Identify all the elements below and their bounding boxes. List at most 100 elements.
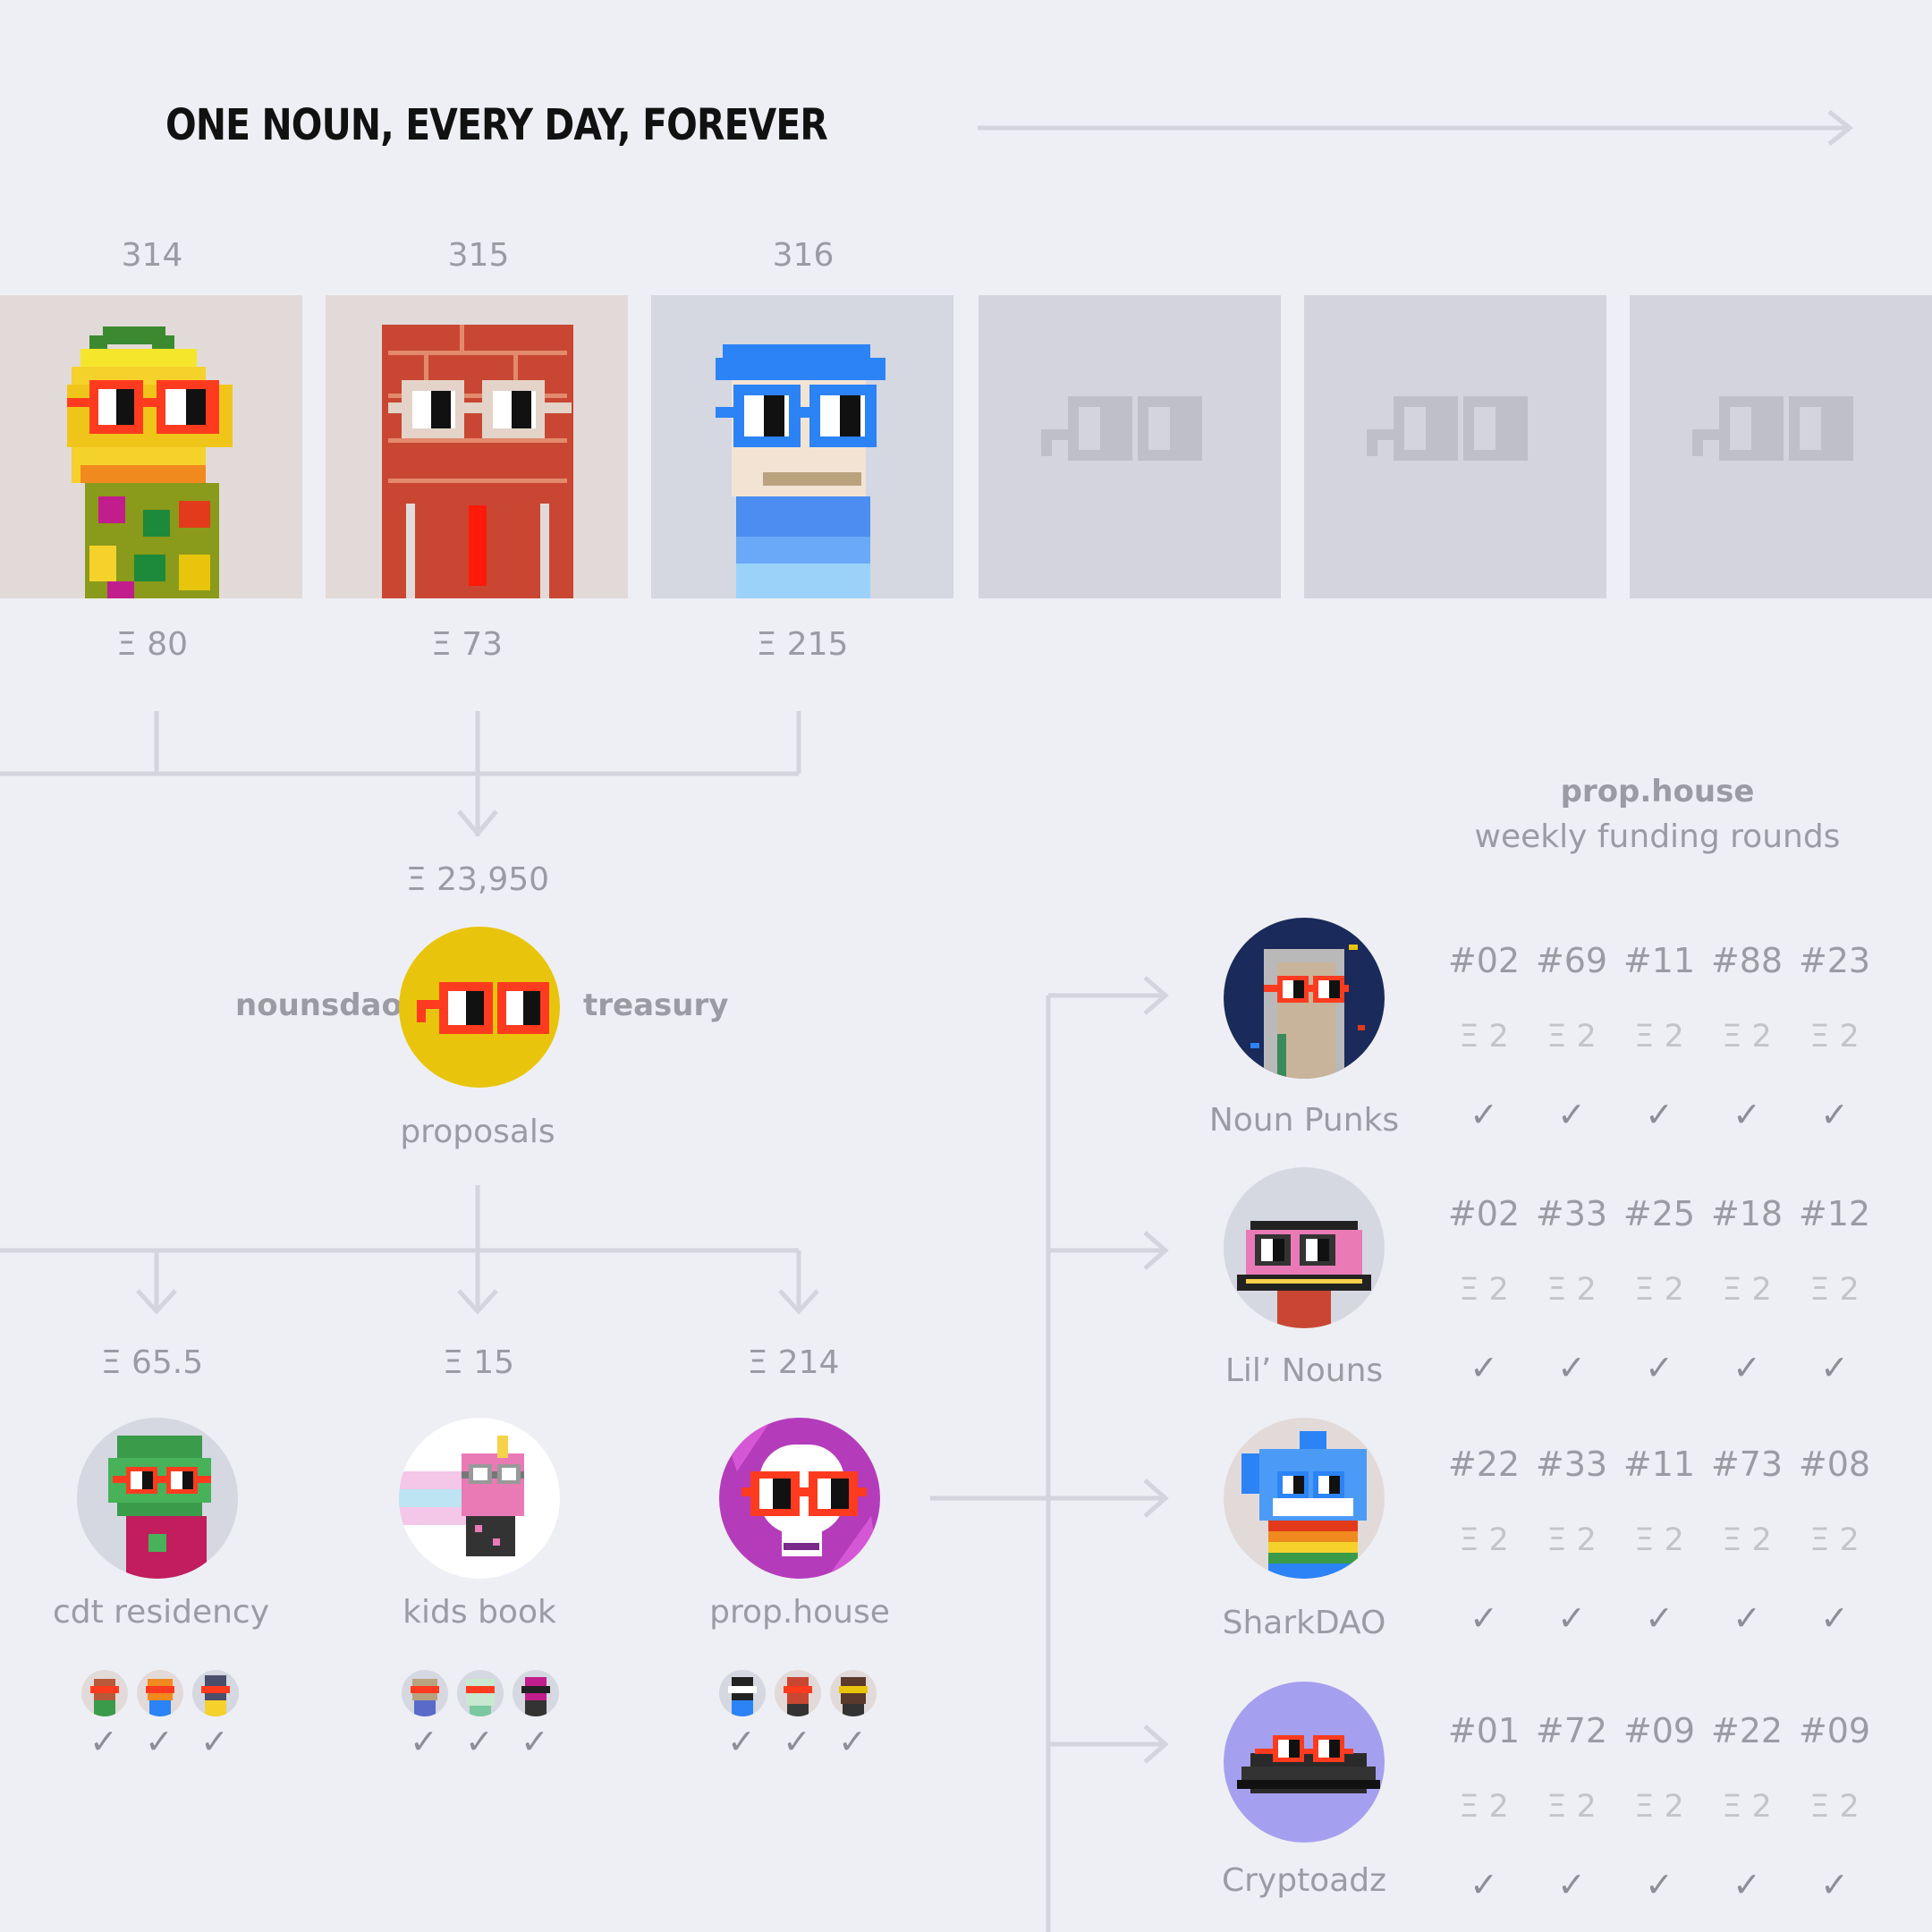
voter-avatar[interactable] (513, 1670, 559, 1716)
round-amount: Ξ 2 (1546, 1272, 1597, 1308)
auction-number: 314 (121, 237, 183, 274)
round-number[interactable]: #72 (1535, 1711, 1608, 1750)
check-icon: ✓ (1733, 1598, 1761, 1638)
noun-315-image[interactable] (326, 295, 628, 598)
round-number[interactable]: #73 (1710, 1445, 1784, 1484)
prophouse-title: prop.house (1560, 774, 1755, 809)
check-icon: ✓ (145, 1722, 174, 1761)
auction-number: 315 (447, 237, 510, 274)
future-noun-placeholder (1630, 295, 1932, 598)
proposal-label: kids book (402, 1594, 556, 1631)
round-number[interactable]: #23 (1798, 941, 1871, 980)
voter-avatar[interactable] (402, 1670, 448, 1716)
check-icon: ✓ (1733, 1095, 1761, 1134)
check-icon: ✓ (521, 1722, 549, 1761)
community-name: Noun Punks (1208, 1102, 1400, 1139)
nounsdao-label: nounsdao (235, 987, 402, 1023)
noggles-icon (417, 982, 549, 1034)
voter-avatar[interactable] (81, 1670, 128, 1716)
check-icon: ✓ (727, 1722, 756, 1761)
round-amount: Ξ 2 (1546, 1522, 1597, 1558)
round-number[interactable]: #69 (1535, 941, 1608, 980)
round-number[interactable]: #11 (1623, 941, 1696, 980)
voter-avatar[interactable] (457, 1670, 504, 1716)
round-amount: Ξ 2 (1722, 1019, 1772, 1055)
auction-price: Ξ 73 (431, 626, 503, 663)
check-icon: ✓ (1557, 1348, 1586, 1387)
community-name: Lil’ Nouns (1224, 1352, 1384, 1389)
sharkdao-avatar[interactable] (1224, 1418, 1385, 1579)
round-number[interactable]: #22 (1447, 1445, 1521, 1484)
round-amount: Ξ 2 (1809, 1272, 1860, 1308)
check-icon: ✓ (465, 1722, 494, 1761)
round-number[interactable]: #18 (1710, 1194, 1784, 1233)
noun-punks-avatar[interactable] (1224, 918, 1385, 1079)
proposals-label: proposals (400, 1114, 555, 1150)
check-icon: ✓ (1645, 1095, 1674, 1134)
round-amount: Ξ 2 (1634, 1789, 1684, 1825)
auction-price: Ξ 215 (756, 626, 849, 663)
round-number[interactable]: #08 (1798, 1445, 1871, 1484)
round-amount: Ξ 2 (1722, 1272, 1772, 1308)
check-icon: ✓ (89, 1722, 118, 1761)
check-icon: ✓ (1820, 1348, 1849, 1387)
voter-avatar[interactable] (137, 1670, 183, 1716)
round-amount: Ξ 2 (1634, 1522, 1684, 1558)
check-icon: ✓ (1645, 1865, 1674, 1904)
proposal-amount: Ξ 65.5 (100, 1344, 204, 1381)
future-noun-placeholder (1304, 295, 1606, 598)
noggles-icon (1367, 396, 1528, 461)
voter-avatar[interactable] (192, 1670, 239, 1716)
noun-314-image[interactable] (0, 295, 302, 598)
check-icon: ✓ (1470, 1598, 1498, 1638)
future-noun-placeholder (979, 295, 1281, 598)
lil-nouns-avatar[interactable] (1224, 1167, 1385, 1328)
check-icon: ✓ (410, 1722, 438, 1761)
round-number[interactable]: #88 (1710, 941, 1784, 980)
auction-number: 316 (772, 237, 835, 274)
round-amount: Ξ 2 (1459, 1789, 1509, 1825)
community-name: SharkDAO (1222, 1605, 1386, 1641)
proposal-amount: Ξ 214 (747, 1344, 840, 1381)
page-title: ONE NOUN, EVERY DAY, FOREVER (165, 100, 828, 150)
check-icon: ✓ (783, 1722, 811, 1761)
check-icon: ✓ (1645, 1598, 1674, 1638)
voter-avatar[interactable] (719, 1670, 766, 1716)
noggles-icon (1041, 396, 1202, 461)
round-number[interactable]: #33 (1535, 1445, 1608, 1484)
round-number[interactable]: #22 (1710, 1711, 1784, 1750)
treasury-label: treasury (583, 987, 729, 1023)
round-amount: Ξ 2 (1634, 1019, 1684, 1055)
round-amount: Ξ 2 (1546, 1019, 1597, 1055)
check-icon: ✓ (1645, 1348, 1674, 1387)
kids-book-avatar[interactable] (399, 1418, 560, 1579)
round-number[interactable]: #09 (1798, 1711, 1871, 1750)
proposal-amount: Ξ 15 (443, 1344, 514, 1381)
check-icon: ✓ (1557, 1598, 1586, 1638)
round-number[interactable]: #09 (1623, 1711, 1696, 1750)
prop-house-avatar[interactable] (719, 1418, 880, 1579)
round-amount: Ξ 2 (1809, 1019, 1860, 1055)
round-number[interactable]: #02 (1447, 1194, 1521, 1233)
noun-316-image[interactable] (651, 295, 953, 598)
check-icon: ✓ (1470, 1865, 1498, 1904)
check-icon: ✓ (1820, 1598, 1849, 1638)
round-amount: Ξ 2 (1546, 1789, 1597, 1825)
check-icon: ✓ (1470, 1348, 1498, 1387)
noggles-icon (1692, 396, 1853, 461)
cryptoadz-avatar[interactable] (1224, 1682, 1385, 1843)
check-icon: ✓ (1733, 1348, 1761, 1387)
round-number[interactable]: #11 (1623, 1445, 1696, 1484)
voter-avatar[interactable] (775, 1670, 821, 1716)
round-number[interactable]: #25 (1623, 1194, 1696, 1233)
cdt-residency-avatar[interactable] (77, 1418, 238, 1579)
voter-avatar[interactable] (830, 1670, 877, 1716)
treasury-icon[interactable] (399, 927, 560, 1088)
round-number[interactable]: #01 (1447, 1711, 1521, 1750)
round-amount: Ξ 2 (1634, 1272, 1684, 1308)
round-number[interactable]: #33 (1535, 1194, 1608, 1233)
round-amount: Ξ 2 (1809, 1522, 1860, 1558)
round-number[interactable]: #02 (1447, 941, 1521, 980)
round-number[interactable]: #12 (1798, 1194, 1871, 1233)
